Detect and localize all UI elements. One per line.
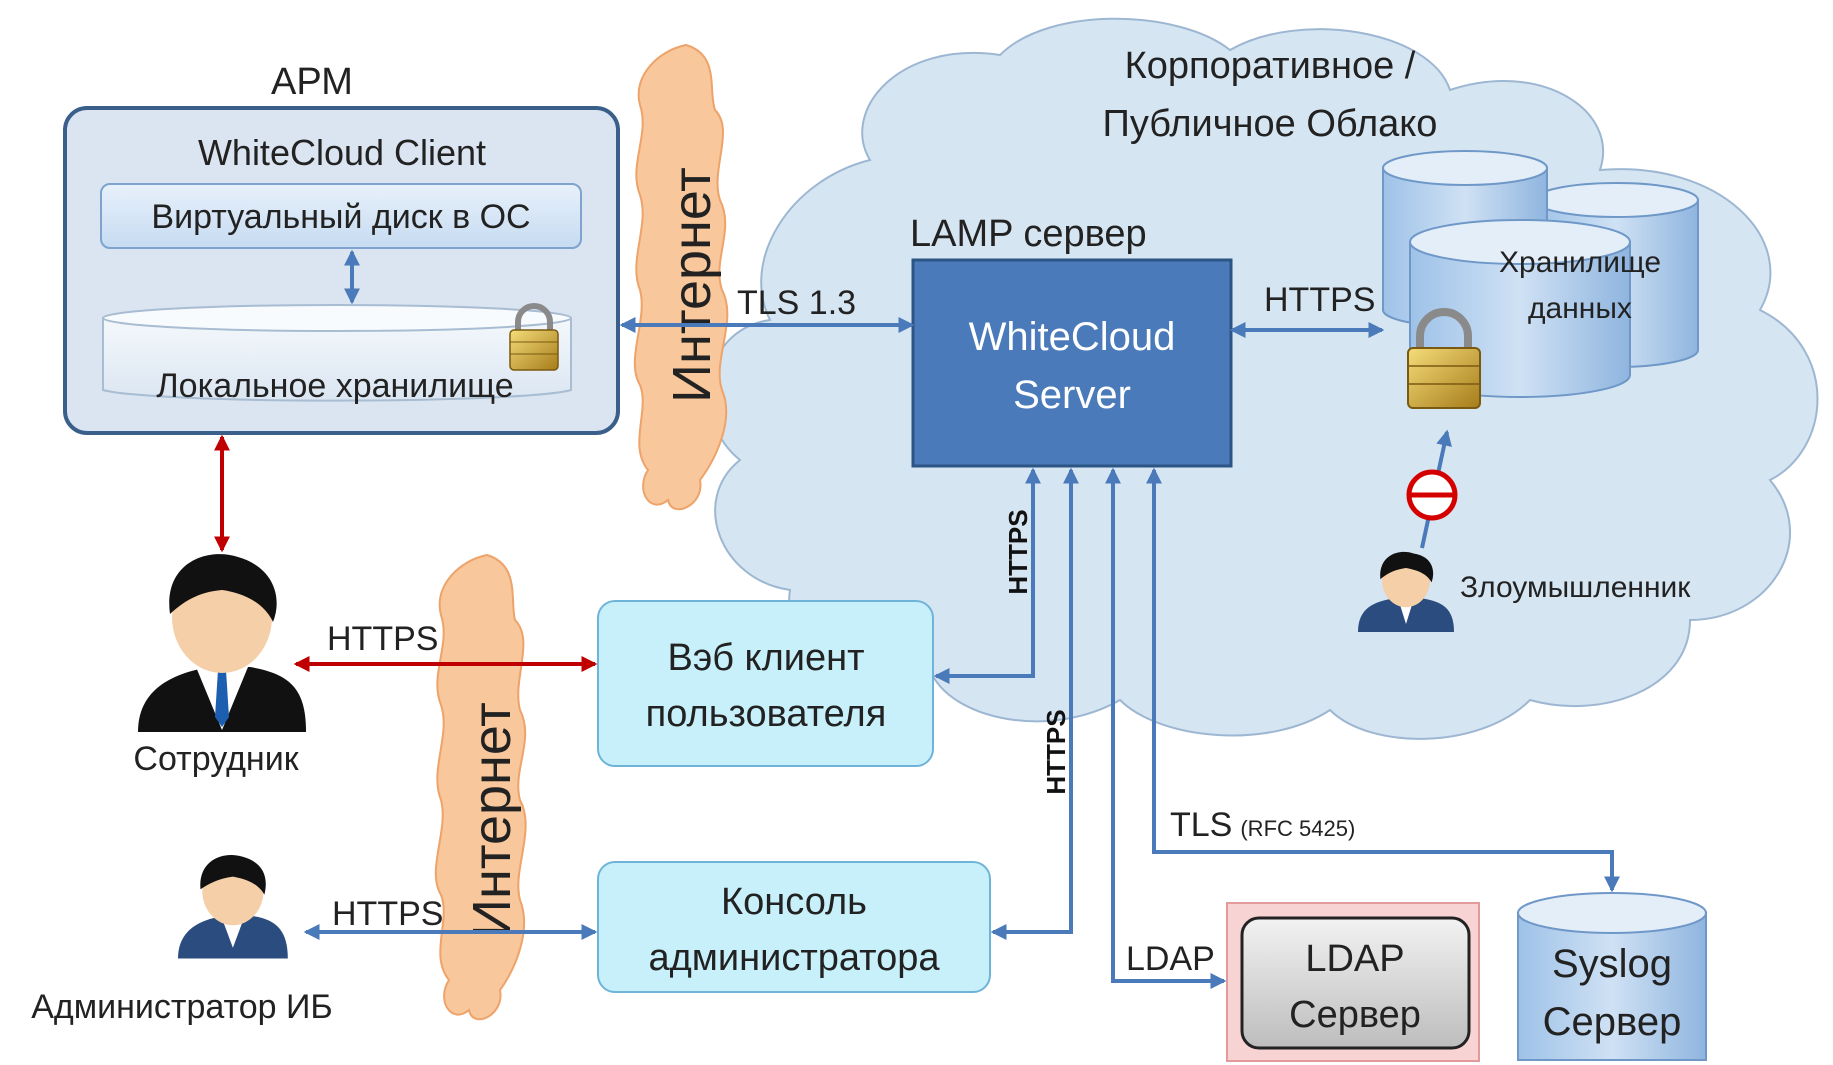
syslog-server: Syslog Сервер [1517, 892, 1707, 1061]
admin-console-line2: администратора [648, 937, 940, 979]
server-ldap-arrow [1105, 467, 1227, 989]
employee-label: Сотрудник [133, 740, 299, 778]
https-employee-label: HTTPS [327, 620, 438, 658]
https-web-vertical-label: HTTPS [1003, 509, 1033, 594]
ldap-label: LDAP [1126, 940, 1215, 978]
blocked-icon [1406, 469, 1458, 521]
web-client-line1: Вэб клиент [667, 637, 864, 679]
local-storage-label: Локальное хранилище [156, 367, 513, 405]
storage-label-line1: Хранилище [1499, 246, 1661, 279]
internet-cloud-bottom: Интернет [434, 553, 527, 1021]
tls-syslog-label: TLS (RFC 5425) [1170, 806, 1355, 844]
server-console-arrow [990, 467, 1079, 940]
arm-label: АРМ [271, 61, 353, 103]
https-admin-label: HTTPS [332, 895, 443, 933]
attacker-label: Злоумышленник [1460, 571, 1691, 604]
tls-syslog-rfc: (RFC 5425) [1240, 816, 1355, 841]
internet-label-bottom: Интернет [462, 702, 522, 938]
server-syslog-arrow [1146, 467, 1620, 893]
whitecloud-server: WhiteCloud Server [911, 258, 1233, 468]
tls-syslog-main: TLS [1170, 806, 1232, 844]
server-label-line1: WhiteCloud [969, 315, 1176, 359]
syslog-server-line2: Сервер [1543, 1000, 1682, 1044]
ldap-server-line2: Сервер [1289, 994, 1421, 1036]
ldap-server: LDAP Сервер [1226, 902, 1480, 1062]
cloud-title-line1: Корпоративное / [1125, 45, 1416, 87]
local-lock-icon [509, 303, 559, 371]
arm-workstation: WhiteCloud Client Виртуальный диск в ОС … [63, 106, 620, 435]
internet-label-top: Интернет [662, 167, 722, 403]
storage-cylinder-front [1409, 219, 1631, 398]
local-storage-cylinder: Локальное хранилище [102, 304, 572, 405]
storage-lock-icon [1407, 308, 1481, 409]
client-title: WhiteCloud Client [198, 132, 486, 173]
web-client-box: Вэб клиент пользователя [597, 600, 934, 767]
virtual-disk-label: Виртуальный диск в ОС [151, 198, 530, 236]
server-label-line2: Server [1013, 373, 1131, 417]
tls13-label: TLS 1.3 [737, 284, 856, 322]
web-client-line2: пользователя [646, 693, 887, 735]
syslog-server-line1: Syslog [1552, 942, 1672, 986]
https-admin-vertical-label: HTTPS [1041, 709, 1071, 794]
admin-console-box: Консоль администратора [597, 861, 991, 993]
employee-avatar-icon [138, 554, 306, 732]
cloud-title-line2: Публичное Облако [1103, 103, 1438, 145]
admin-label: Администратор ИБ [31, 988, 333, 1026]
ldap-server-line1: LDAP [1305, 938, 1404, 980]
storage-label-line2: данных [1528, 292, 1632, 325]
virtual-disk-box: Виртуальный диск в ОС [100, 183, 582, 249]
https-storage-label: HTTPS [1264, 281, 1375, 319]
internet-cloud-top: Интернет [633, 43, 729, 511]
admin-console-line1: Консоль [721, 881, 867, 923]
data-storage: Хранилище данных [1382, 150, 1699, 409]
lamp-server-caption: LAMP сервер [910, 213, 1147, 255]
admin-avatar-icon [178, 854, 288, 959]
